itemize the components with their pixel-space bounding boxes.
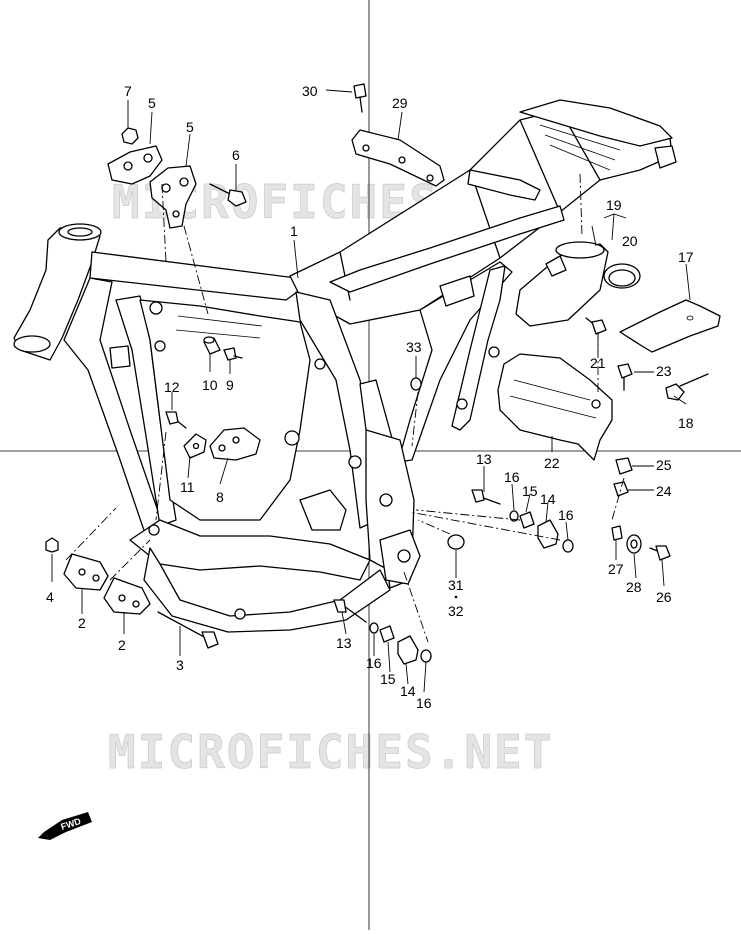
callout-8: 8 <box>216 489 224 505</box>
part-6-bolt <box>209 183 247 207</box>
callout-29: 29 <box>392 95 408 111</box>
part-16-washer-lower-b <box>420 649 432 663</box>
part-3-long-bolt <box>157 611 219 649</box>
part-16-washer-upper-a <box>509 510 519 522</box>
callout-16-lower-b: 16 <box>416 695 432 711</box>
part-9-bolt <box>223 347 243 361</box>
callout-14-upper: 14 <box>540 491 556 507</box>
part-22-bracket <box>497 353 613 461</box>
callout-1: 1 <box>290 223 298 239</box>
part-5-plate-right <box>149 165 197 229</box>
part-24-nut <box>613 481 629 497</box>
part-4-nut <box>45 537 59 553</box>
part-25-damper <box>615 457 633 475</box>
part-28-bush <box>626 534 642 554</box>
part-29-bracket <box>351 129 445 187</box>
callout-16-lower-a: 16 <box>366 655 382 671</box>
callout-11: 11 <box>180 479 195 495</box>
callout-2-lower: 2 <box>118 637 126 653</box>
part-16-washer-upper-b <box>562 539 574 553</box>
part-11-bracket <box>183 433 207 459</box>
callout-32: 32 <box>448 603 464 619</box>
part-12-bolt <box>165 411 187 429</box>
callout-5-right: 5 <box>186 119 194 135</box>
callout-21: 21 <box>590 355 606 371</box>
part-7-nut <box>121 127 139 145</box>
part-8-bracket <box>209 427 261 461</box>
callout-17: 17 <box>678 249 694 265</box>
callout-2-upper: 2 <box>78 615 86 631</box>
callout-16-upper-b: 16 <box>558 507 574 523</box>
part-26-bolt <box>649 545 671 561</box>
callout-18: 18 <box>678 415 694 431</box>
part-30-bolt <box>353 83 367 113</box>
callout-15-lower: 15 <box>380 671 396 687</box>
callout-30: 30 <box>302 83 318 99</box>
callout-25: 25 <box>656 457 672 473</box>
part-15-collar-upper <box>519 511 535 529</box>
callout-23: 23 <box>656 363 672 379</box>
part-13-bolt-upper <box>471 489 501 505</box>
callout-4: 4 <box>46 589 54 605</box>
main-frame <box>13 99 677 633</box>
callout-31: 31 <box>448 577 464 593</box>
callout-5-left: 5 <box>148 95 156 111</box>
callout-13-lower: 13 <box>336 635 352 651</box>
part-5-plate-left <box>107 145 163 185</box>
part-15-collar-lower <box>379 625 395 643</box>
callout-20: 20 <box>622 233 638 249</box>
part-17-cover-plate <box>619 299 721 353</box>
callout-15-upper: 15 <box>522 483 538 499</box>
callout-13-upper: 13 <box>476 451 492 467</box>
part-14-bush-lower <box>397 635 419 665</box>
part-31-plug <box>447 534 465 550</box>
part-2-plate-upper <box>63 553 109 591</box>
part-21-bolt <box>585 317 607 335</box>
callout-33: 33 <box>406 339 422 355</box>
callout-dot <box>454 595 458 599</box>
callout-28: 28 <box>626 579 642 595</box>
callout-7: 7 <box>124 83 132 99</box>
part-27-collar <box>611 525 623 541</box>
part-16-washer-lower-a <box>369 622 379 634</box>
callout-10: 10 <box>202 377 218 393</box>
watermark-bottom: MICROFICHES.NET <box>108 725 553 779</box>
part-10-collar <box>203 336 221 355</box>
callout-26: 26 <box>656 589 672 605</box>
part-23-bolt <box>617 363 633 391</box>
leader-lines <box>51 89 691 693</box>
part-13-bolt-lower <box>333 599 367 623</box>
callout-12: 12 <box>164 379 180 395</box>
forward-arrow-icon: FWD <box>38 812 92 840</box>
callout-14-lower: 14 <box>400 683 416 699</box>
part-18-bolt <box>665 373 709 401</box>
part-33-grommet <box>410 377 422 391</box>
callout-22: 22 <box>544 455 560 471</box>
callout-19: 19 <box>606 197 622 213</box>
callout-3: 3 <box>176 657 184 673</box>
callout-16-upper-a: 16 <box>504 469 520 485</box>
part-20-band <box>603 263 641 289</box>
part-14-bush-upper <box>537 519 559 549</box>
callout-6: 6 <box>232 147 240 163</box>
callout-27: 27 <box>608 561 624 577</box>
callout-labels: 30 29 7 5 5 6 1 19 20 17 21 33 23 18 12 … <box>46 83 694 711</box>
callout-24: 24 <box>656 483 672 499</box>
part-2-plate-lower <box>103 577 151 615</box>
part-19-battery-case <box>515 241 609 327</box>
callout-9: 9 <box>226 377 234 393</box>
